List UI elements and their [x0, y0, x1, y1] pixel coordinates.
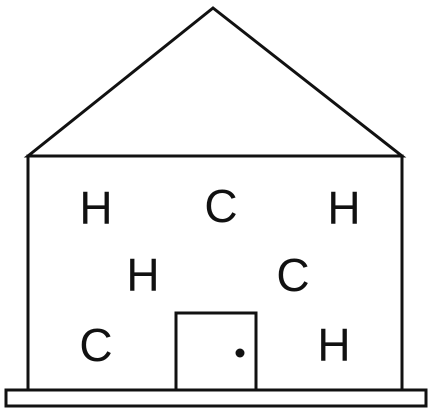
letter-c-bottom-left: C — [79, 319, 112, 371]
foundation — [6, 390, 426, 406]
door-knob — [236, 349, 245, 358]
letter-h-bottom-right: H — [317, 319, 350, 371]
letter-c-middle-right: C — [276, 249, 309, 301]
letter-c-top-middle: C — [204, 180, 237, 232]
letter-h-top-left: H — [79, 182, 112, 234]
roof — [28, 8, 402, 156]
letter-h-middle-left: H — [126, 249, 159, 301]
letter-h-top-right: H — [327, 182, 360, 234]
